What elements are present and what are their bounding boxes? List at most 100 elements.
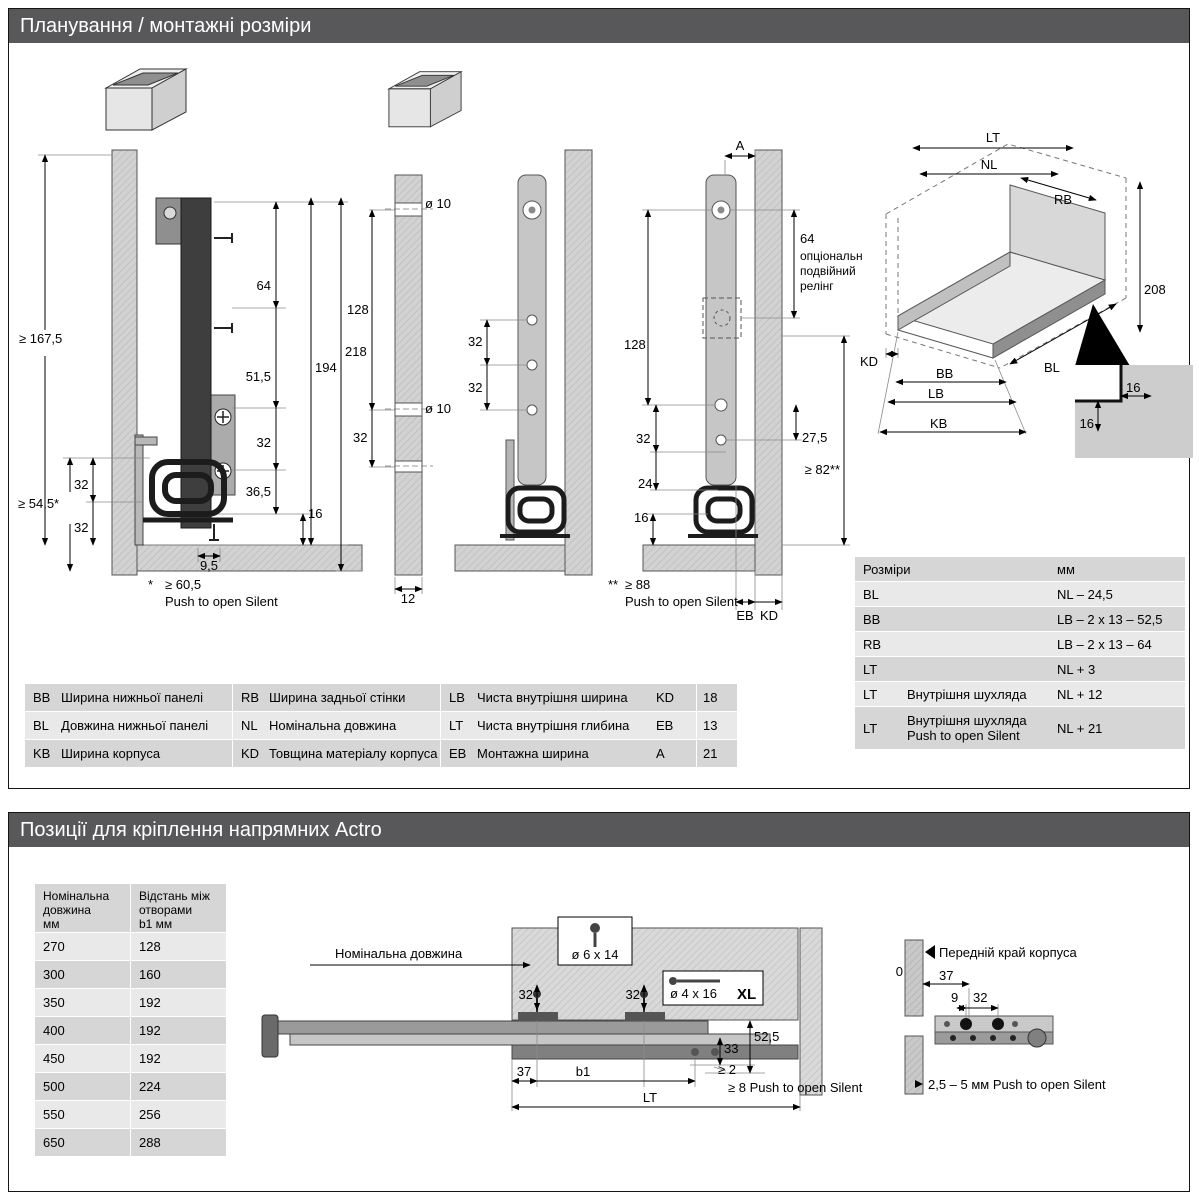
- dim-label: 194: [315, 360, 337, 375]
- screw-label: ø 4 x 16: [670, 986, 717, 1001]
- dim-label: ø 10: [425, 401, 451, 416]
- dim-label: KD: [860, 354, 878, 369]
- section-positions-title: Позиції для кріплення напрямних Actro: [20, 818, 382, 841]
- footnote-star: *: [148, 577, 154, 592]
- footnote-1: *≥ 60,5 Push to open Silent: [148, 576, 278, 610]
- cell-length: 300: [35, 961, 130, 988]
- drawing-drawer-profile: 32 32: [454, 149, 593, 576]
- footnote-value: ≥ 88: [625, 577, 651, 592]
- drawing-side-section: ≥ 167,5 ≥ 54,5* 32 32 64 51,5 32 36,5 16…: [18, 149, 367, 576]
- legend-text: Ширина нижньої панелі: [61, 690, 203, 705]
- optional-railing-note: релінг: [800, 279, 834, 293]
- param-code: A: [648, 740, 696, 767]
- footnote-value: ≥ 60,5: [165, 577, 202, 592]
- drawing-isometric: LT NL RB 208 KD BB LB KB BL 16 16: [860, 130, 1193, 458]
- cell-length: 650: [35, 1129, 130, 1156]
- dimension-labels: Номінальна довжина 32 32 33 52,5 37 b1 L…: [335, 946, 863, 1105]
- dim-label: KB: [930, 416, 947, 431]
- cell-length: 350: [35, 989, 130, 1016]
- screw-size-xl: XL: [737, 986, 756, 1003]
- param-value: 21: [697, 740, 737, 767]
- dim-label: 52,5: [754, 1029, 779, 1044]
- dim-label: 0: [896, 964, 903, 979]
- cell-length: 400: [35, 1017, 130, 1044]
- param-code: EB: [648, 712, 696, 739]
- dim-label: 36,5: [246, 484, 271, 499]
- header-dimensions: Розміри: [863, 561, 911, 577]
- note-arrow-icon: [915, 1080, 923, 1088]
- dim-value: NL + 21: [1057, 720, 1103, 736]
- dimension-lines: [644, 152, 848, 606]
- nominal-length-label: Номінальна довжина: [335, 946, 463, 961]
- dimension-lines: [922, 980, 999, 1012]
- cell-distance: 256: [131, 1101, 226, 1128]
- dim-label: EB: [736, 608, 753, 623]
- bottom-panel: [454, 544, 566, 572]
- param-value: 13: [697, 712, 737, 739]
- dim-label: 51,5: [246, 369, 271, 384]
- dim-code: LT: [863, 686, 878, 702]
- section-planning-header: Планування / монтажні розміри: [9, 9, 1189, 43]
- extension-lines: [642, 150, 850, 610]
- dim-label: 32: [626, 987, 640, 1002]
- dim-label: 33: [724, 1041, 738, 1056]
- cabinet-panels: [111, 149, 363, 576]
- dim-value: NL – 24,5: [1057, 586, 1113, 602]
- dim-label: 32: [257, 435, 271, 450]
- dimension-labels: A 64 опціонально подвійний релінг 128 27…: [624, 140, 863, 623]
- drawing-front-edge-detail: Передній край корпуса 0 37 9: [896, 939, 1106, 1095]
- dimension-lines: [879, 144, 1144, 436]
- cabinet-front-edge: [904, 939, 924, 1017]
- legend-text: Чиста внутрішня глибина: [477, 718, 630, 733]
- dim-label: A: [736, 140, 745, 153]
- dim-code: LT: [863, 661, 878, 677]
- optional-railing-note: опціонально: [800, 249, 863, 263]
- table-row: BL NL – 24,5: [855, 582, 1185, 606]
- cell-distance: 128: [131, 933, 226, 960]
- dim-value: LB – 2 x 13 – 52,5: [1057, 611, 1163, 627]
- section-positions-header: Позиції для кріплення напрямних Actro: [9, 813, 1189, 847]
- dim-label: 24: [638, 476, 652, 491]
- param-value: 18: [697, 684, 737, 711]
- legend-code: RB: [241, 690, 260, 705]
- dim-label: NL: [981, 157, 998, 172]
- dim-label: 12: [401, 591, 415, 606]
- dimension-labels: ø 10 ø 10 128 32 12: [347, 196, 451, 606]
- dim-label: 37: [517, 1064, 531, 1079]
- dim-label: 16: [1080, 416, 1094, 431]
- corner-detail: [1075, 304, 1193, 458]
- dimension-labels: ≥ 167,5 ≥ 54,5* 32 32 64 51,5 32 36,5 16…: [18, 278, 367, 573]
- drawer-icon: [104, 68, 188, 131]
- legend-text: Монтажна ширина: [477, 746, 589, 761]
- dim-label: 32: [468, 380, 482, 395]
- dim-code: BL: [863, 586, 879, 602]
- cell-distance: 288: [131, 1129, 226, 1156]
- dim-label: 16: [1126, 380, 1140, 395]
- dim-label: LT: [643, 1090, 657, 1105]
- legend-text: Довжина нижньої панелі: [61, 718, 209, 733]
- dim-label: 128: [624, 337, 646, 352]
- dim-label: ≥ 8 Push to open Silent: [728, 1080, 863, 1095]
- optional-railing-note: подвійний: [800, 264, 856, 278]
- dimension-labels: 0 37 9 32: [896, 964, 988, 1005]
- dim-label: 32: [468, 334, 482, 349]
- footnote-text: Push to open Silent: [625, 594, 738, 609]
- legend-cell: BL Довжина нижньої панелі: [25, 712, 232, 739]
- dim-code: LT: [863, 720, 878, 736]
- dim-code: BB: [863, 611, 881, 627]
- dimension-lines: [310, 961, 801, 1111]
- legend-code: BL: [33, 718, 49, 733]
- dim-label: 32: [636, 431, 650, 446]
- dim-label: b1: [576, 1064, 590, 1079]
- legend-code: NL: [241, 718, 258, 733]
